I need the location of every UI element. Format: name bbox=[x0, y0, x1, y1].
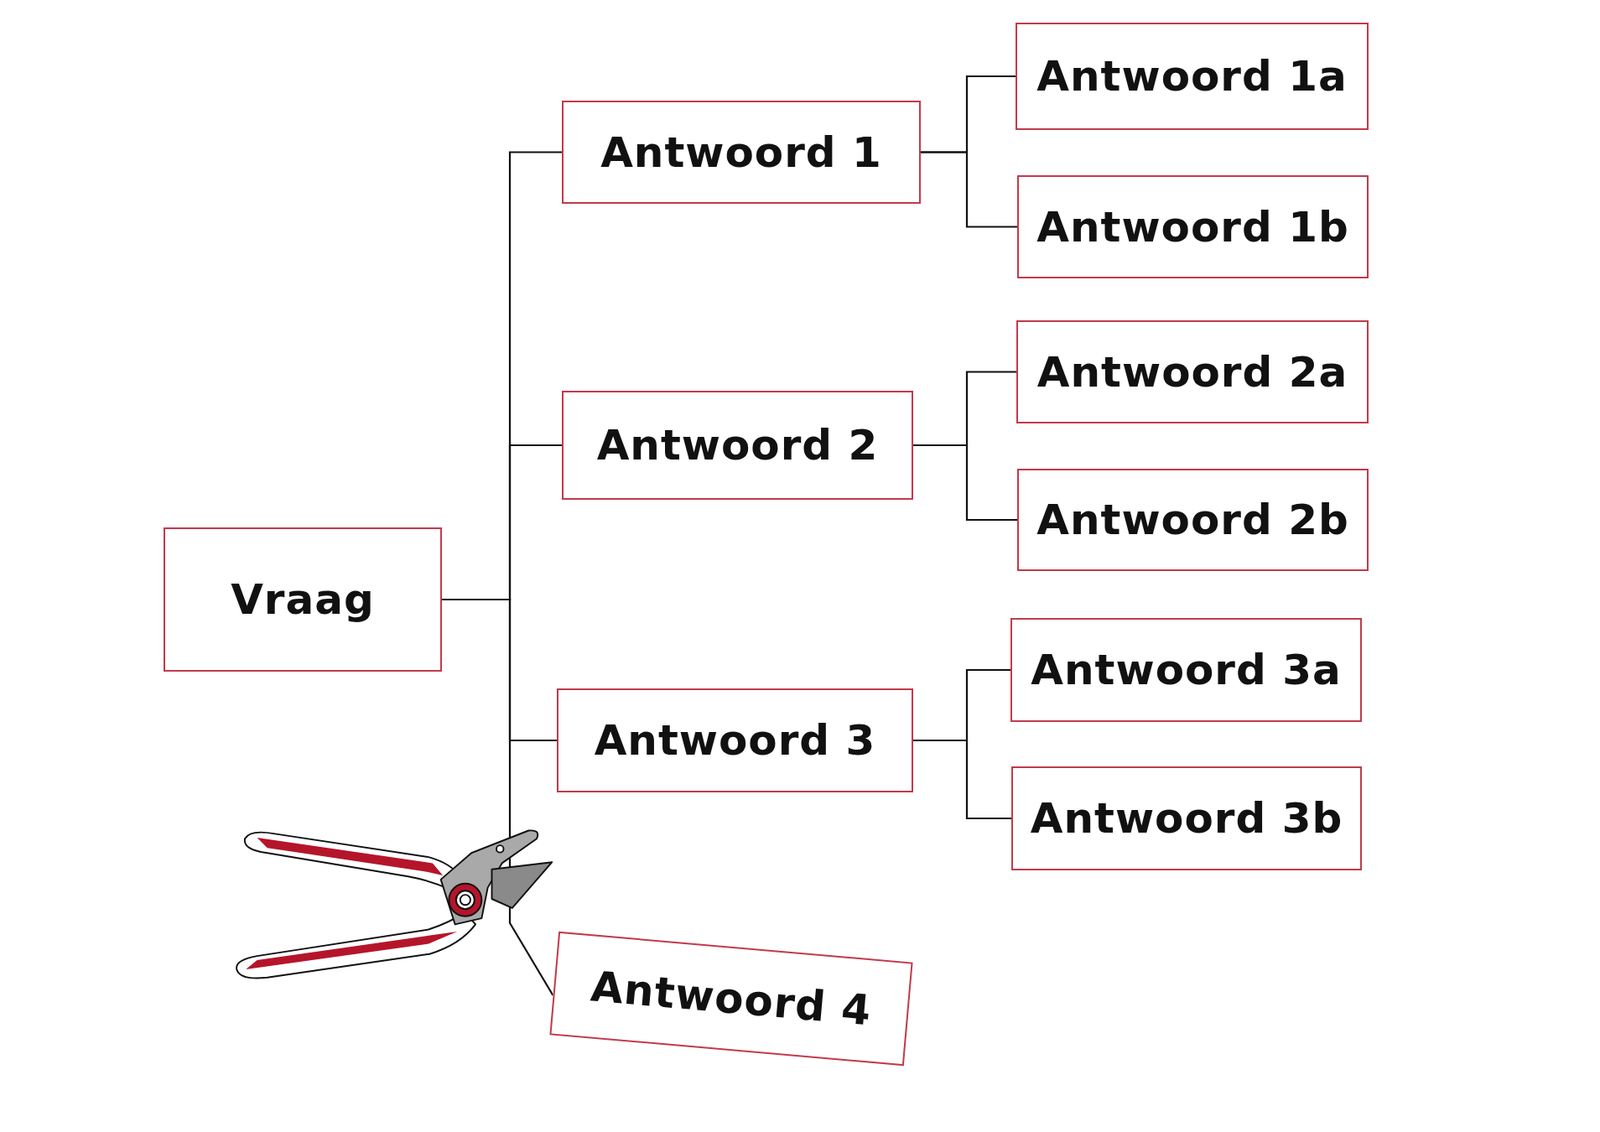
answer-box: Antwoord 1b bbox=[1017, 175, 1369, 279]
box-label: Antwoord 1 bbox=[600, 128, 883, 177]
tree-connector bbox=[441, 599, 557, 741]
box-label: Antwoord 1b bbox=[1036, 202, 1350, 252]
tree-connector bbox=[913, 372, 1017, 447]
tree-connector bbox=[913, 670, 1011, 741]
tree-connector bbox=[441, 445, 562, 600]
shears-pivot bbox=[448, 883, 482, 917]
box-label: Antwoord 1a bbox=[1036, 51, 1347, 101]
tree-connector bbox=[913, 740, 1012, 819]
tree-connector bbox=[920, 152, 1018, 228]
box-label: Antwoord 2 bbox=[597, 420, 879, 470]
box-label: Antwoord 3b bbox=[1030, 794, 1344, 843]
box-label: Antwoord 3 bbox=[594, 716, 877, 765]
answer-box: Antwoord 1 bbox=[561, 100, 921, 204]
shears-upper-handle bbox=[244, 832, 462, 890]
answer-box: Antwoord 2 bbox=[561, 390, 914, 500]
tree-connector bbox=[913, 445, 1018, 520]
answer-box: Antwoord 3b bbox=[1011, 766, 1362, 871]
tree-connector bbox=[441, 152, 562, 601]
answer-box: Antwoord 2a bbox=[1016, 320, 1369, 424]
answer-box: Antwoord 1a bbox=[1015, 22, 1369, 130]
answer-box: Antwoord 4 bbox=[549, 931, 913, 1066]
shears-lower-handle bbox=[236, 912, 476, 979]
answer-box: Antwoord 2b bbox=[1017, 468, 1369, 572]
answer-box: Antwoord 3 bbox=[556, 688, 914, 793]
shears-pivot-center bbox=[460, 894, 471, 905]
answer-box: Vraag bbox=[163, 527, 442, 672]
answer-box: Antwoord 3a bbox=[1010, 618, 1362, 723]
box-label: Antwoord 3a bbox=[1030, 645, 1341, 695]
box-label: Vraag bbox=[230, 575, 375, 624]
box-label: Antwoord 2a bbox=[1037, 348, 1348, 397]
shears-upper-grip bbox=[257, 837, 443, 876]
shears-blade bbox=[491, 862, 552, 909]
shears-lower-grip bbox=[245, 931, 458, 970]
box-label: Antwoord 2b bbox=[1036, 495, 1350, 545]
tree-connector bbox=[920, 76, 1016, 153]
box-label: Antwoord 4 bbox=[588, 961, 874, 1035]
shears-rivet bbox=[496, 845, 504, 853]
shears-pivot-inner bbox=[456, 890, 475, 910]
